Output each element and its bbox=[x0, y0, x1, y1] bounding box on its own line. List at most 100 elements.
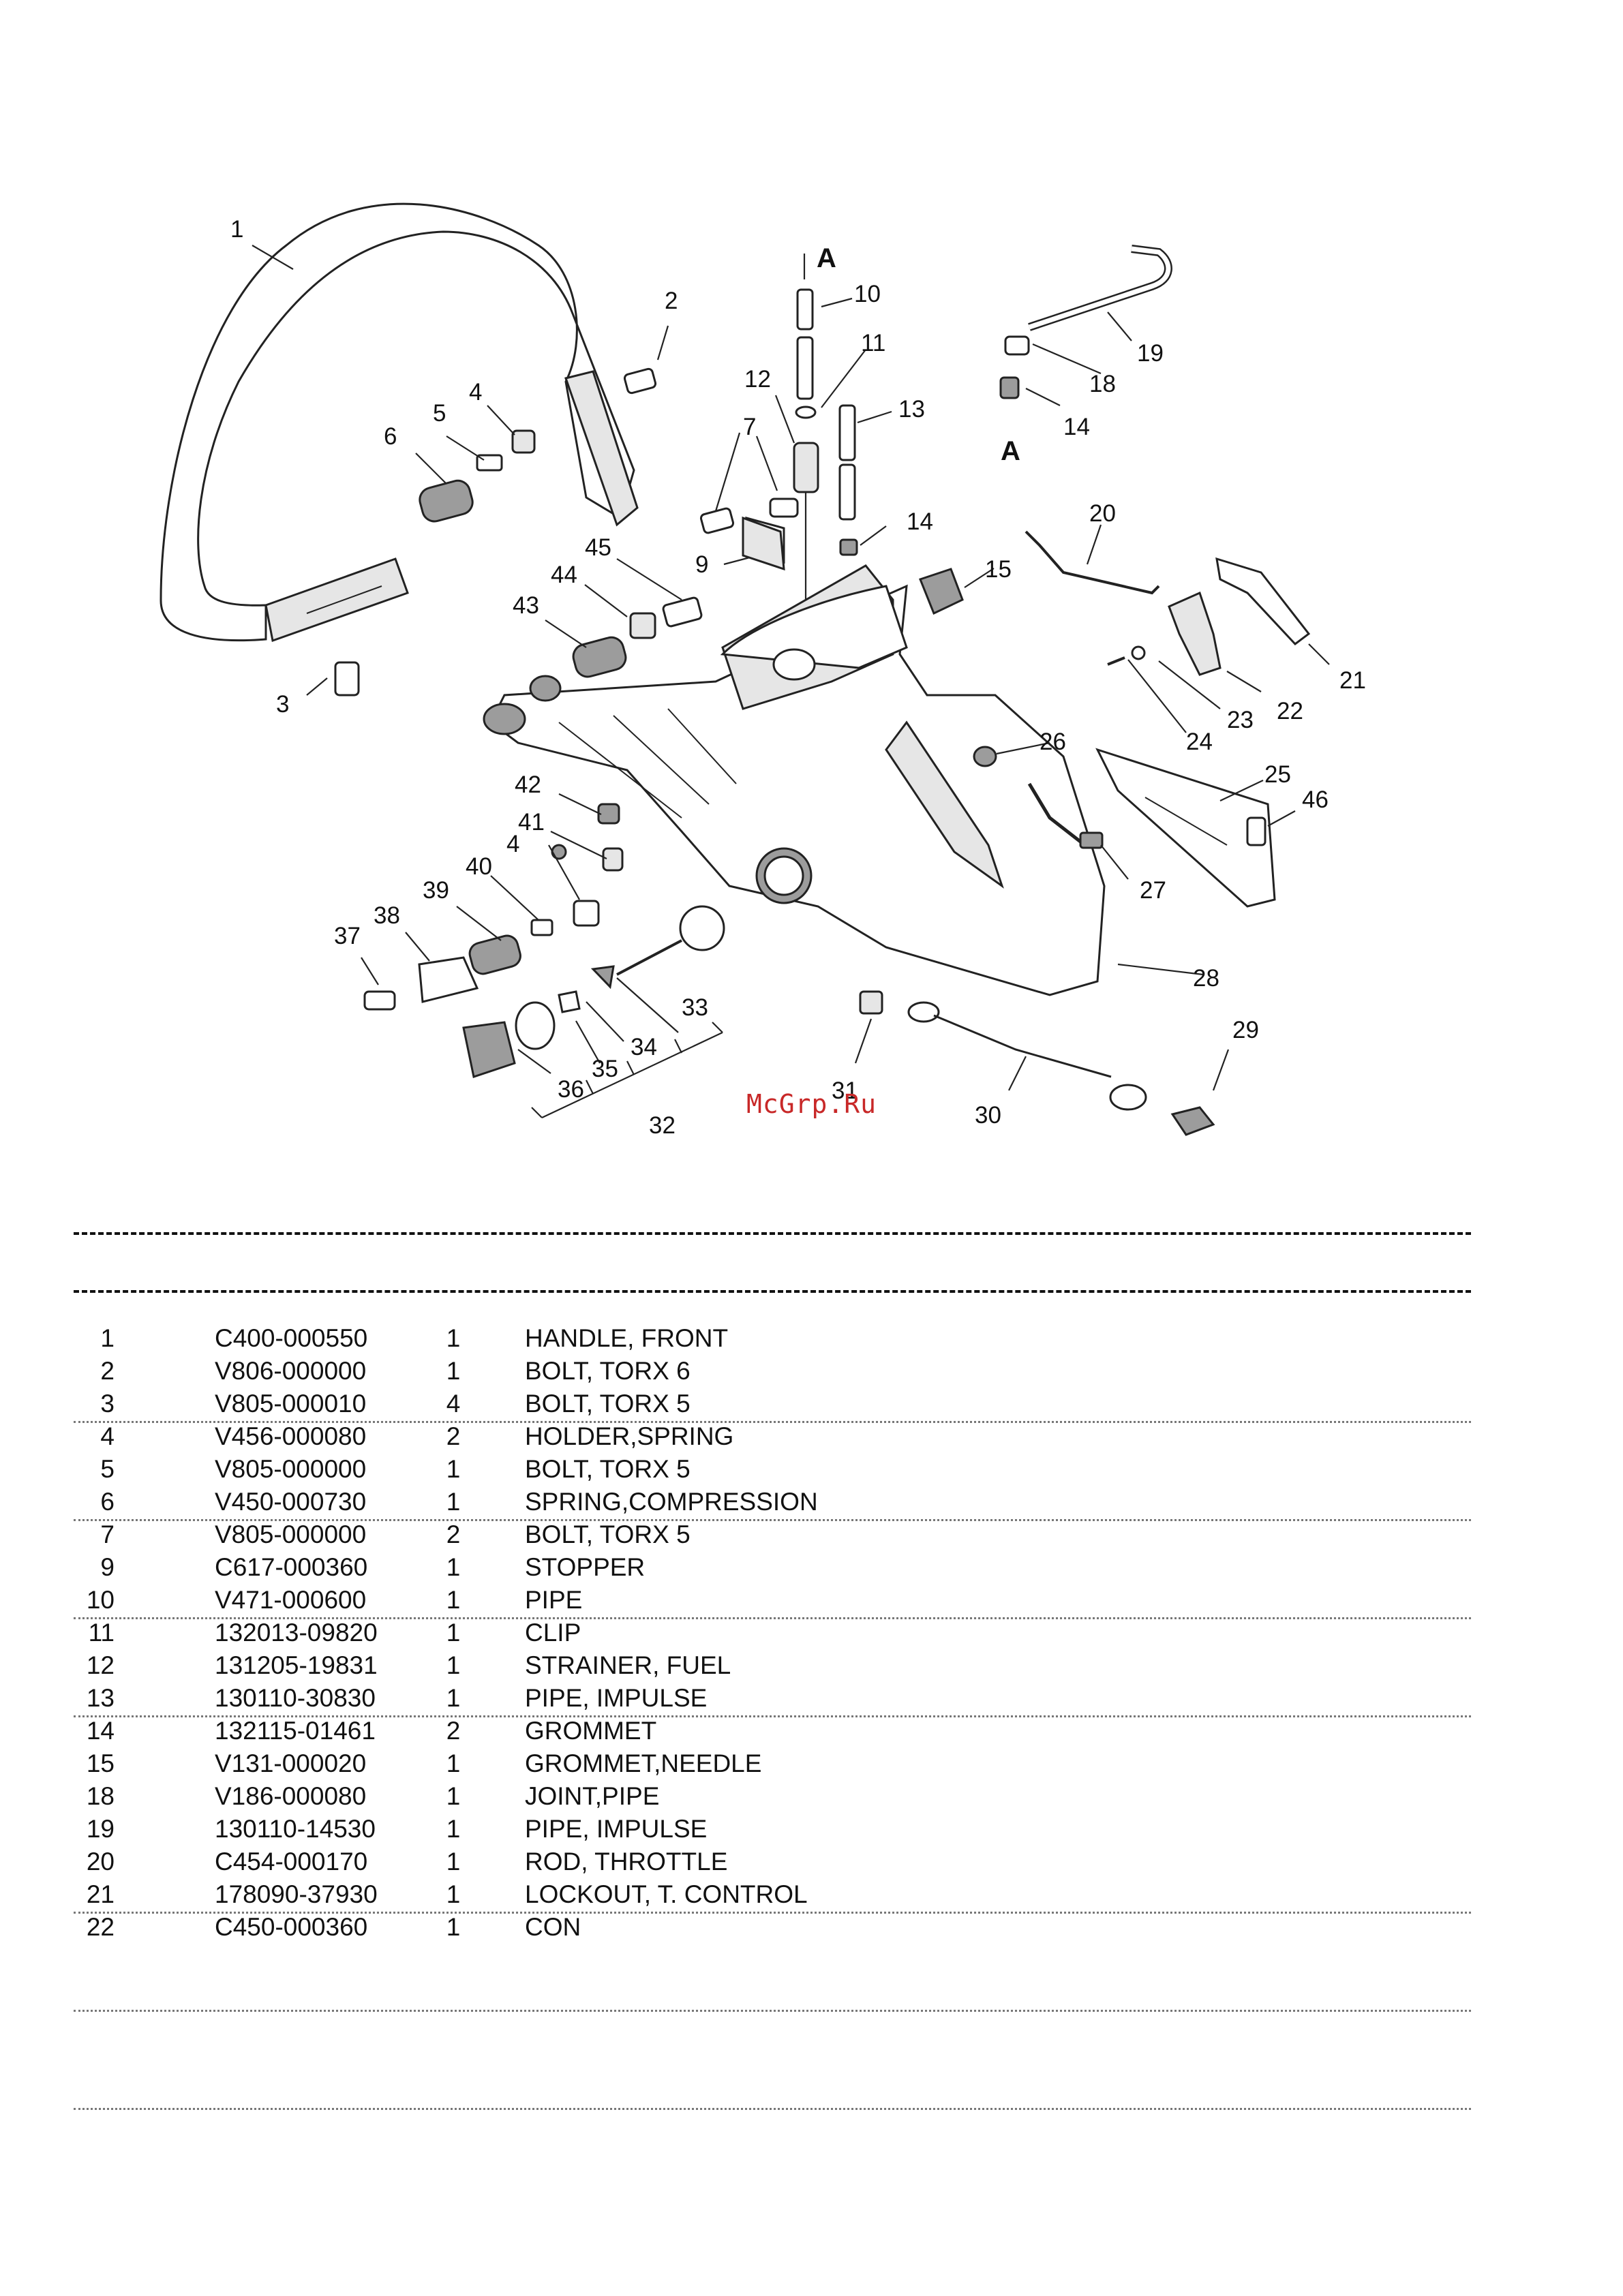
callout-42: 42 bbox=[515, 771, 541, 798]
ref-number: 6 bbox=[100, 1488, 115, 1516]
fuel-pipes-drawing bbox=[742, 254, 858, 722]
list-item: 2 V806-000000 1 BOLT, TORX 6 bbox=[74, 1355, 1471, 1388]
part-number: C617-000360 bbox=[215, 1553, 368, 1581]
dotted-guide bbox=[74, 1421, 1471, 1423]
callout-28: 28 bbox=[1193, 965, 1219, 992]
ref-number: 10 bbox=[86, 1586, 115, 1614]
part-number: V806-000000 bbox=[215, 1357, 367, 1385]
quantity: 1 bbox=[446, 1848, 461, 1876]
description: STRAINER, FUEL bbox=[525, 1651, 731, 1679]
part-number: C450-000360 bbox=[215, 1913, 368, 1941]
callout-11: 11 bbox=[861, 330, 885, 356]
callout-40: 40 bbox=[466, 853, 492, 880]
description: LOCKOUT, T. CONTROL bbox=[525, 1880, 808, 1908]
dashed-divider-bottom bbox=[74, 1290, 1471, 1293]
quantity: 1 bbox=[446, 1782, 461, 1810]
description: PIPE bbox=[525, 1586, 583, 1614]
quantity: 1 bbox=[446, 1357, 461, 1385]
description: CLIP bbox=[525, 1619, 581, 1647]
callout-21: 21 bbox=[1339, 667, 1366, 694]
callout-36: 36 bbox=[558, 1076, 584, 1103]
part-number: 132115-01461 bbox=[215, 1717, 376, 1745]
ref-number: 4 bbox=[100, 1422, 115, 1450]
part-number: V450-000730 bbox=[215, 1488, 367, 1516]
lower-parts-drawing bbox=[363, 803, 725, 1118]
callout-19: 19 bbox=[1137, 340, 1164, 367]
callout-14a: 14 bbox=[907, 508, 933, 535]
ref-number: 15 bbox=[86, 1749, 115, 1777]
callout-29: 29 bbox=[1232, 1017, 1259, 1043]
watermark: McGrp.Ru bbox=[746, 1089, 877, 1119]
quantity: 1 bbox=[446, 1651, 461, 1679]
callout-43: 43 bbox=[513, 592, 539, 619]
ref-number: 2 bbox=[100, 1357, 115, 1385]
part-number: 131205-19831 bbox=[215, 1651, 378, 1679]
dotted-guide bbox=[74, 2108, 1471, 2110]
ref-number: 3 bbox=[100, 1390, 115, 1418]
callout-26: 26 bbox=[1040, 729, 1066, 755]
quantity: 1 bbox=[446, 1324, 461, 1352]
quantity: 2 bbox=[446, 1520, 461, 1548]
ref-number: 5 bbox=[100, 1455, 115, 1483]
callout-38: 38 bbox=[374, 902, 400, 929]
callout-46: 46 bbox=[1302, 786, 1329, 813]
callout-14b: 14 bbox=[1063, 414, 1090, 440]
dashed-divider-top bbox=[74, 1232, 1471, 1235]
crankcase-drawing bbox=[483, 564, 1106, 996]
part-number: 132013-09820 bbox=[215, 1619, 378, 1647]
ref-number: 9 bbox=[100, 1553, 115, 1581]
callout-10: 10 bbox=[854, 281, 881, 307]
part-number: V186-000080 bbox=[215, 1782, 367, 1810]
callout-41: 41 bbox=[518, 809, 545, 836]
callout-3: 3 bbox=[276, 691, 289, 718]
ref-number: 19 bbox=[86, 1815, 115, 1843]
ref-number: 11 bbox=[88, 1619, 115, 1647]
quantity: 2 bbox=[446, 1422, 461, 1450]
part-number: V456-000080 bbox=[215, 1422, 367, 1450]
ref-number: 20 bbox=[86, 1848, 115, 1876]
callout-35: 35 bbox=[592, 1056, 618, 1082]
callout-13: 13 bbox=[898, 396, 925, 423]
part-number: V805-000000 bbox=[215, 1455, 367, 1483]
description: SPRING,COMPRESSION bbox=[525, 1488, 818, 1516]
callout-7: 7 bbox=[743, 414, 756, 440]
quantity: 1 bbox=[446, 1880, 461, 1908]
description: PIPE, IMPULSE bbox=[525, 1815, 708, 1843]
ref-number: 21 bbox=[86, 1880, 115, 1908]
exploded-parts-diagram: 1 2 3 4 5 6 7 9 10 11 12 13 14 14 15 18 … bbox=[160, 202, 1366, 1139]
description: HANDLE, FRONT bbox=[525, 1324, 729, 1352]
leader-lines bbox=[252, 245, 1330, 1091]
description: CON bbox=[525, 1913, 581, 1941]
dotted-guide bbox=[74, 2010, 1471, 2012]
ref-number: 14 bbox=[86, 1717, 115, 1745]
description: BOLT, TORX 6 bbox=[525, 1357, 691, 1385]
part-number: V131-000020 bbox=[215, 1749, 367, 1777]
impulse-pipe-drawing bbox=[999, 245, 1172, 399]
front-handle-drawing bbox=[160, 202, 639, 642]
callout-23: 23 bbox=[1227, 707, 1254, 733]
callout-12: 12 bbox=[744, 366, 771, 393]
callout-6: 6 bbox=[384, 423, 397, 450]
quantity: 1 bbox=[446, 1684, 461, 1712]
quantity: 1 bbox=[446, 1586, 461, 1614]
callout-25: 25 bbox=[1264, 761, 1291, 788]
part-number: 130110-30830 bbox=[215, 1684, 376, 1712]
callout-33: 33 bbox=[682, 994, 708, 1021]
ref-number: 12 bbox=[86, 1651, 115, 1679]
description: GROMMET bbox=[525, 1717, 657, 1745]
part-number: C454-000170 bbox=[215, 1848, 368, 1876]
callout-31: 31 bbox=[832, 1077, 858, 1104]
callout-2: 2 bbox=[665, 288, 678, 314]
